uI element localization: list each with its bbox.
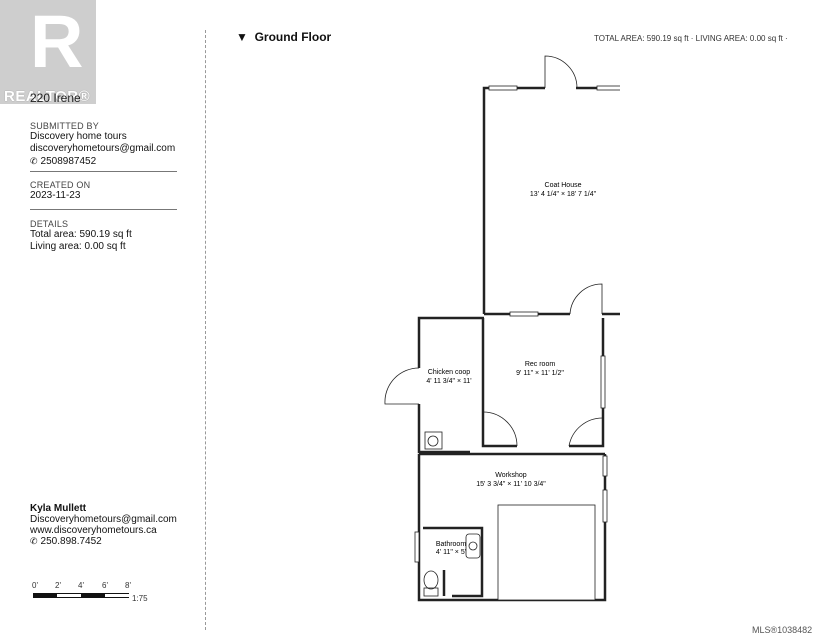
triangle-down-icon: ▼ [236, 30, 248, 44]
details-label: DETAILS [30, 219, 69, 229]
room-name: Coat House [545, 182, 582, 189]
room-name: Rec room [525, 361, 556, 368]
created-section: CREATED ON 2023-11-23 [30, 180, 90, 202]
scale-tick: 0' [32, 581, 38, 590]
realtor-logo: R REALTOR® [0, 0, 96, 105]
created-label: CREATED ON [30, 180, 91, 190]
phone-icon: ✆ [30, 536, 38, 546]
listing-address: 220 Irene [30, 91, 81, 105]
divider [30, 209, 177, 210]
scale-bar: 0' 2' 4' 6' 8' 1:75 [30, 581, 160, 605]
agent-email[interactable]: Discoveryhometours@gmail.com [30, 514, 177, 525]
scale-tick: 4' [78, 581, 84, 590]
scale-tick: 8' [125, 581, 131, 590]
details-section: DETAILS Total area: 590.19 sq ft Living … [30, 219, 132, 253]
details-living: Living area: 0.00 sq ft [30, 241, 126, 252]
room-name: Bathroom [436, 541, 467, 548]
divider [30, 171, 177, 172]
agent-website[interactable]: www.discoveryhometours.ca [30, 525, 157, 536]
room-dims: 13' 4 1/4" × 18' 7 1/4" [530, 191, 597, 198]
scale-tick: 2' [55, 581, 61, 590]
realtor-logo-letter: R [30, 0, 84, 83]
agent-name: Kyla Mullett [30, 503, 87, 514]
scale-ratio: 1:75 [132, 594, 148, 603]
floor-title: ▼ Ground Floor [236, 30, 331, 44]
created-date: 2023-11-23 [30, 190, 81, 201]
realtor-logo-brand: REALTOR® [4, 88, 91, 105]
floor-totals: TOTAL AREA: 590.19 sq ft · LIVING AREA: … [594, 34, 788, 43]
mls-number: MLS®1038482 [752, 625, 813, 635]
floor-plan: Coat House 13' 4 1/4" × 18' 7 1/4" Rec r… [384, 55, 620, 602]
scale-tick: 6' [102, 581, 108, 590]
submitted-phone-row: ✆2508987452 [30, 155, 175, 168]
phone-icon: ✆ [30, 156, 38, 166]
room-name: Chicken coop [428, 369, 471, 376]
details-total: Total area: 590.19 sq ft [30, 229, 132, 240]
agent-phone-row: ✆250.898.7452 [30, 536, 177, 547]
submitted-email: discoveryhometours@gmail.com [30, 143, 176, 154]
submitted-label: SUBMITTED BY [30, 121, 99, 131]
agent-phone: 250.898.7452 [40, 536, 102, 547]
room-dims: 15' 3 3/4" × 11' 10 3/4" [476, 481, 546, 488]
room-dims: 4' 11" × 5' [436, 549, 466, 556]
room-dims: 9' 11" × 11' 1/2" [516, 370, 564, 377]
agent-section: Kyla Mullett Discoveryhometours@gmail.co… [30, 503, 177, 547]
panel-separator [205, 30, 206, 630]
submitted-name: Discovery home tours [30, 131, 127, 142]
room-name: Workshop [495, 472, 526, 479]
submitted-section: SUBMITTED BY Discovery home tours discov… [30, 121, 175, 168]
submitted-phone: 2508987452 [40, 156, 97, 167]
floor-title-text: Ground Floor [254, 30, 332, 44]
room-dims: 4' 11 3/4" × 11' [426, 378, 471, 385]
